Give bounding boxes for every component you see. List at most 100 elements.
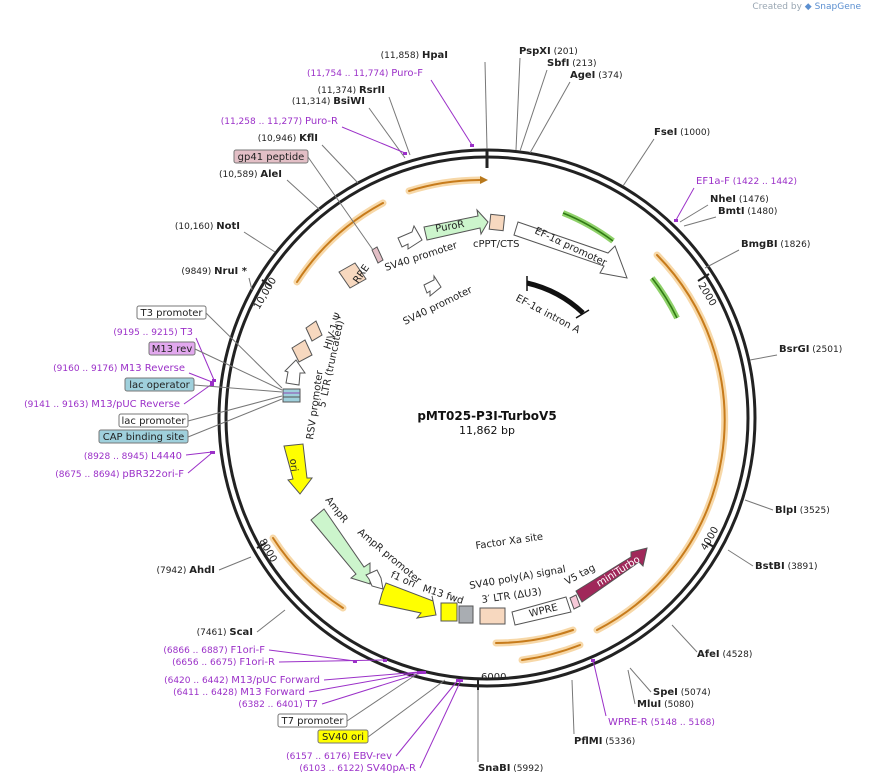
enzyme-position: (1000)	[677, 128, 710, 138]
label-ltr3: 3′ LTR (ΔU3)	[481, 587, 543, 606]
enzyme-bsiwi: (11,314) BsiWI	[292, 96, 365, 107]
watermark-prefix: Created by	[752, 2, 802, 12]
ruler-tick-4000	[706, 542, 715, 548]
plasmid-size: 11,862 bp	[459, 424, 515, 437]
primer-site-mark	[353, 660, 357, 663]
enzyme-name: BmgBI	[741, 239, 778, 250]
feature-label-lac-operator: lac operator	[129, 380, 190, 391]
puror-arrow	[423, 208, 489, 241]
enzyme-bmti: BmtI (1480)	[718, 206, 777, 217]
label-factor-xa: Factor Xa site	[475, 532, 544, 552]
enzyme-name: KflI	[299, 133, 318, 144]
enzyme-position: (4528)	[720, 650, 753, 660]
primer-position: (5148 .. 5168)	[648, 718, 715, 728]
orf-arc-puror-core	[408, 179, 481, 192]
label-cppt: cPPT/CTS	[473, 239, 519, 250]
primer-site-mark	[383, 659, 387, 662]
primer-name: T7	[305, 699, 318, 710]
v5-tag-mark	[569, 594, 581, 610]
primer-m13pucreverse: (9141 .. 9163) M13/pUC Reverse	[24, 399, 180, 410]
enzyme-name: HpaI	[422, 50, 448, 61]
enzyme-spei: SpeI (5074)	[653, 687, 711, 698]
primer-name: EF1a-F	[696, 176, 730, 187]
f1-ori-arrow	[378, 582, 437, 619]
ef1a-exon-arrows	[561, 210, 680, 320]
feature-box-t3-promoter	[136, 305, 207, 320]
primer-site-mark	[211, 451, 215, 454]
feature-label-cap-binding-site: CAP binding site	[103, 432, 185, 443]
primer-name: M13 Reverse	[120, 363, 185, 374]
m13-fwd-box	[440, 602, 458, 622]
primer-ef1af: EF1a-F (1422 .. 1442)	[696, 176, 797, 187]
primer-sv40par: (6103 .. 6122) SV40pA-R	[299, 763, 416, 774]
enzyme-name: BsrGI	[779, 344, 809, 355]
primer-site-mark	[470, 144, 474, 147]
ruler: 2000 4000 6000 8000 10,000	[252, 273, 721, 690]
miniturbo-arrow	[575, 547, 648, 603]
wpre-box	[511, 596, 572, 626]
orf-arc-upper-left-core	[296, 202, 384, 283]
enzyme-noti: (10,160) NotI	[175, 221, 240, 232]
feature-box-t7-promoter	[277, 713, 348, 728]
primer-position: (9195 .. 9215)	[113, 328, 180, 338]
enzyme-position: (11,374)	[318, 86, 359, 96]
rsv-promoter-arrow	[284, 359, 306, 386]
primer-name: F1ori-R	[239, 657, 275, 668]
watermark-brand: SnapGene	[814, 2, 861, 12]
enzyme-name: SbfI	[547, 58, 569, 69]
enzyme-position: (5074)	[678, 688, 711, 698]
primer-name: T3	[180, 327, 193, 338]
ori-arrow	[283, 443, 313, 495]
orf-arc-lower-left	[269, 534, 347, 612]
primer-position: (8928 .. 8945)	[84, 452, 151, 462]
enzyme-position: (1476)	[736, 195, 769, 205]
primer-site-mark	[419, 671, 423, 674]
orf-arc-puror	[405, 176, 484, 195]
primer-position: (9160 .. 9176)	[53, 364, 120, 374]
primer-name: M13 Forward	[240, 687, 305, 698]
enzyme-name: NruI *	[214, 266, 248, 277]
primer-pbr322orif: (8675 .. 8694) pBR322ori-F	[55, 469, 184, 480]
primer-purof: (11,754 .. 11,774) Puro-F	[307, 68, 423, 79]
primer-name: L4440	[151, 451, 182, 462]
primer-site-mark	[674, 219, 678, 222]
label-sv40-promoter-a: SV40 promoter	[384, 240, 460, 274]
enzyme-name: PflMI	[574, 736, 602, 747]
leader-lines	[183, 57, 778, 769]
orf-arc-lower-left-core	[272, 537, 344, 609]
enzyme-bstbi: BstBI (3891)	[755, 561, 818, 572]
primer-name: SV40pA-R	[367, 763, 416, 774]
feature-box-lac-promoter	[118, 413, 189, 428]
enzyme-position: (7461)	[197, 628, 230, 638]
enzyme-position: (9849)	[181, 267, 214, 277]
enzyme-name: ScaI	[229, 627, 253, 638]
primer-position: (9141 .. 9163)	[24, 400, 91, 410]
sv40-promoter-arrow-b	[423, 274, 442, 298]
lac-features-stack	[282, 388, 301, 403]
enzyme-name: AgeI	[570, 70, 595, 81]
enzyme-kfli: (10,946) KflI	[258, 133, 318, 144]
cppt-box	[488, 213, 506, 232]
enzyme-position: (201)	[551, 47, 578, 57]
enzyme-position: (10,589)	[219, 170, 260, 180]
enzyme-position: (11,858)	[381, 51, 422, 61]
primer-position: (1422 .. 1442)	[730, 177, 797, 187]
primer-position: (6656 .. 6675)	[172, 658, 239, 668]
feature-label-gp41-peptide: gp41 peptide	[238, 152, 305, 163]
enzyme-name: RsrII	[359, 85, 385, 96]
ef1a-promoter-arrow	[513, 221, 628, 279]
label-sv40-promoter-b: SV40 promoter	[401, 284, 474, 327]
feature-box-gp41-peptide	[233, 149, 309, 164]
enzyme-name: SnaBI	[478, 763, 510, 774]
primer-m13pucforward: (6420 .. 6442) M13/pUC Forward	[164, 675, 320, 686]
primer-site-mark	[210, 383, 214, 386]
enzyme-snabi: SnaBI (5992)	[478, 763, 543, 774]
enzyme-position: (7942)	[156, 566, 189, 576]
enzyme-position: (1480)	[745, 207, 778, 217]
ef1a-intron-tick-b	[575, 309, 590, 319]
enzyme-ahdi: (7942) AhdI	[156, 565, 215, 576]
feature-box-m13-rev	[148, 341, 196, 356]
feature-label-t3-promoter: T3 promoter	[139, 308, 203, 319]
enzyme-position: (3525)	[797, 506, 830, 516]
